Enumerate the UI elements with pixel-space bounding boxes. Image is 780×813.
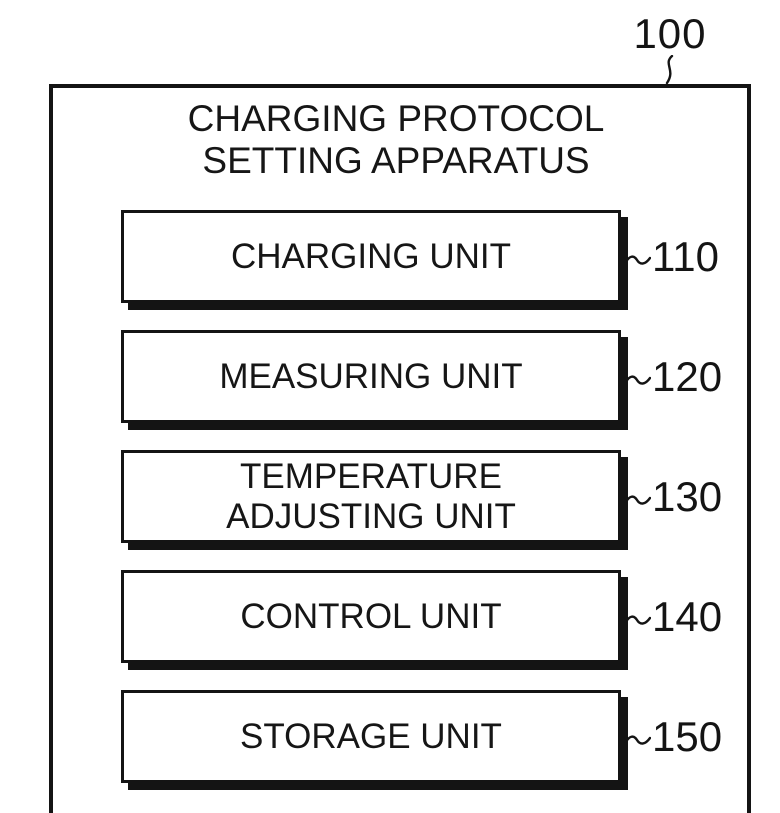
tilde-lead-line-icon: [624, 254, 651, 265]
tilde-lead-line-icon: [624, 374, 651, 385]
ref-number-140: 140: [652, 592, 723, 640]
tilde-lead-line-icon: [624, 494, 651, 505]
apparatus-title-line1: CHARGING PROTOCOL: [187, 98, 605, 139]
block-charging-unit: CHARGING UNIT: [121, 210, 621, 303]
apparatus-ref-number: 100: [633, 10, 707, 57]
ref-label-110: 110: [624, 210, 754, 303]
ref-label-150: 150: [624, 690, 754, 783]
tilde-lead-line-icon: [624, 614, 651, 625]
ref-number-120: 120: [652, 352, 723, 400]
block-measuring-unit: MEASURING UNIT: [121, 330, 621, 423]
block-control-unit: CONTROL UNIT: [121, 570, 621, 663]
ref-label-140: 140: [624, 570, 754, 663]
ref-number-110: 110: [652, 232, 719, 280]
ref-label-130: 130: [624, 450, 754, 543]
apparatus-outline-box: [49, 84, 751, 813]
tilde-lead-line-icon: [624, 734, 651, 745]
ref-number-130: 130: [652, 472, 723, 520]
block-storage-unit: STORAGE UNIT: [121, 690, 621, 783]
apparatus-title: CHARGING PROTOCOL SETTING APPARATUS: [53, 98, 739, 182]
block-temperature-adjusting-unit: TEMPERATURE ADJUSTING UNIT: [121, 450, 621, 543]
ref-label-120: 120: [624, 330, 754, 423]
lead-line-squiggle-icon: [665, 55, 674, 85]
ref-number-150: 150: [652, 712, 723, 760]
apparatus-title-line2: SETTING APPARATUS: [202, 140, 590, 181]
